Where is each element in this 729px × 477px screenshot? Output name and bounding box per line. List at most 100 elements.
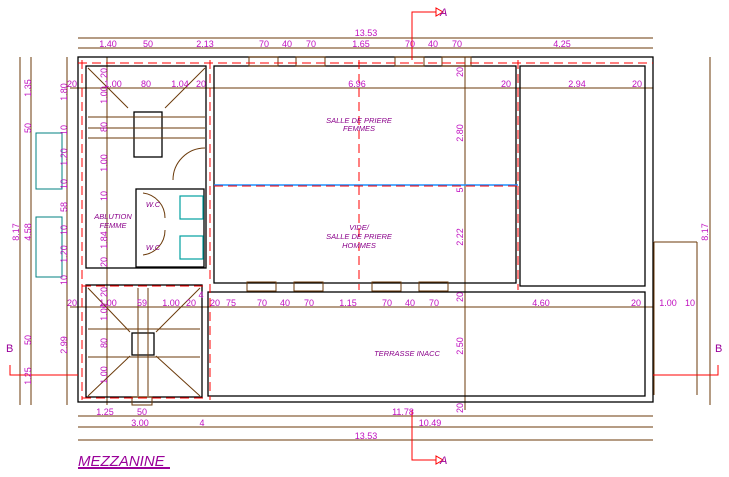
dim: 20 <box>99 257 109 267</box>
room-ablution: ABLUTION <box>93 212 132 221</box>
fixtures <box>142 147 206 260</box>
dim: 50 <box>23 335 33 345</box>
dim: 10 <box>59 225 69 235</box>
dim: 10 <box>685 298 695 308</box>
dim: 1.80 <box>59 83 69 101</box>
dim: 11.78 <box>392 407 414 417</box>
dim-top-total: 13.53 <box>355 28 378 38</box>
dim: 20 <box>501 79 511 89</box>
section-b-right: B <box>715 343 722 355</box>
room-wc-1: W.C <box>146 200 161 209</box>
dim: 40 <box>282 39 292 49</box>
dim: 4.25 <box>553 39 571 49</box>
dim: 1.00 <box>99 154 109 172</box>
dim: 2.94 <box>568 79 586 89</box>
dim: 1.25 <box>96 407 114 417</box>
room-salle-femmes-2: FEMMES <box>343 124 375 133</box>
dim: 13.53 <box>355 431 378 441</box>
dim: 70 <box>382 298 392 308</box>
stairs <box>87 67 698 397</box>
dim: 1.20 <box>59 245 69 263</box>
dim: 70 <box>306 39 316 49</box>
dim: 80 <box>99 122 109 132</box>
dim: 70 <box>405 39 415 49</box>
section-markers: A A B B <box>6 7 722 467</box>
dim: 8.17 <box>11 223 21 241</box>
dim: 1.84 <box>99 231 109 249</box>
dim: 20 <box>186 298 196 308</box>
dim: 70 <box>452 39 462 49</box>
room-wc-2: W.C <box>146 243 161 252</box>
room-ablution-2: FEMME <box>99 221 127 230</box>
section-b-left: B <box>6 343 13 355</box>
dim: 20 <box>455 403 465 413</box>
dim: 1.04 <box>171 79 189 89</box>
dim: 8.17 <box>700 223 710 241</box>
dim: 2.13 <box>196 39 214 49</box>
vertical-dimension-texts: 1.35 50 8.17 4.58 50 1.25 1.80 10 1.20 1… <box>11 67 710 413</box>
dim: 10 <box>59 275 69 285</box>
dim: 4 <box>199 418 204 428</box>
dim: 1.00 <box>99 366 109 384</box>
dim: 1.00 <box>99 298 117 308</box>
dim: 2.99 <box>59 336 69 354</box>
dim: 20 <box>99 287 109 297</box>
section-a-bottom: A <box>439 455 447 467</box>
dim: 20 <box>67 298 77 308</box>
dim: 20 <box>196 79 206 89</box>
dim: 80 <box>141 79 151 89</box>
dim: 50 <box>23 123 33 133</box>
dim: 2.22 <box>455 228 465 246</box>
dim: 5 <box>455 187 465 192</box>
dim: 10 <box>59 179 69 189</box>
dim: 70 <box>259 39 269 49</box>
dim: 4.60 <box>532 298 550 308</box>
dim: 20 <box>632 79 642 89</box>
dim: 1.00 <box>659 298 677 308</box>
drawing-title: MEZZANINE <box>78 453 166 470</box>
dim: 20 <box>67 79 77 89</box>
dim: 20 <box>455 67 465 77</box>
dim: 10 <box>99 191 109 201</box>
dim: 1.20 <box>59 148 69 166</box>
dim: 1.00 <box>162 298 180 308</box>
windows <box>35 56 472 406</box>
room-salle-hommes-1: VIDE/ <box>349 223 370 232</box>
dim: 4.58 <box>23 223 33 241</box>
dim: 1.15 <box>339 298 357 308</box>
room-salle-hommes-2: SALLE DE PRIERE <box>326 232 393 241</box>
dim: 1.00 <box>99 303 109 321</box>
dim: 40 <box>405 298 415 308</box>
dim: 70 <box>429 298 439 308</box>
dim: 40 <box>428 39 438 49</box>
dim: 2.50 <box>455 337 465 355</box>
dim: 1.00 <box>99 86 109 104</box>
dim: 20 <box>455 292 465 302</box>
dimension-texts: 13.53 1.40 50 2.13 70 40 70 1.65 70 40 7… <box>67 28 695 441</box>
axis-lines <box>78 60 653 400</box>
dim: 10.49 <box>419 418 442 428</box>
dim: 20 <box>210 298 220 308</box>
dim: 75 <box>226 298 236 308</box>
dim: 70 <box>304 298 314 308</box>
dim: 1.65 <box>352 39 370 49</box>
dim: 1.40 <box>99 39 117 49</box>
dim: 50 <box>137 407 147 417</box>
dim: 1.35 <box>23 79 33 97</box>
dim: 1.25 <box>23 367 33 385</box>
dim: 4 <box>198 290 203 300</box>
room-terrasse: TERRASSE INACC <box>374 349 440 358</box>
room-salle-hommes-3: HOMMES <box>342 241 376 250</box>
dim: 59 <box>137 298 147 308</box>
dim: 10 <box>59 125 69 135</box>
dim: 20 <box>99 68 109 78</box>
dim: 50 <box>143 39 153 49</box>
walls <box>77 56 654 403</box>
dim: 40 <box>280 298 290 308</box>
section-a-top: A <box>439 7 447 19</box>
dim: 2.80 <box>455 124 465 142</box>
dim: 70 <box>257 298 267 308</box>
dim: 3.00 <box>131 418 149 428</box>
dim: 1.00 <box>104 79 122 89</box>
dim: 80 <box>99 338 109 348</box>
